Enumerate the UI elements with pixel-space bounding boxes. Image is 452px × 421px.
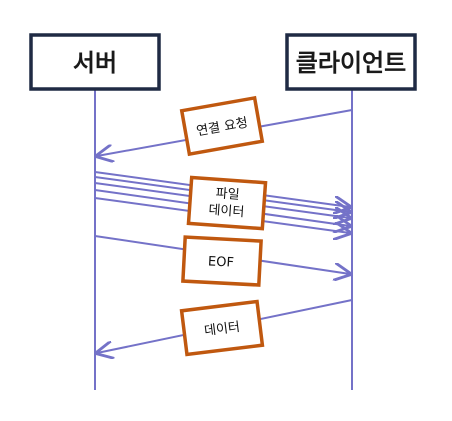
server-actor: 서버 (29, 33, 161, 91)
data-note: 데이터 (179, 299, 265, 357)
file-data-note: 파일 데이터 (186, 175, 268, 231)
eof-note: EOF (181, 235, 263, 287)
client-actor-label: 클라이언트 (296, 49, 406, 77)
file-data-label-line1: 파일 (215, 186, 240, 203)
data-label: 데이터 (203, 320, 240, 339)
connect-request-note: 연결 요청 (179, 95, 265, 157)
client-actor: 클라이언트 (285, 33, 417, 91)
eof-label: EOF (208, 254, 235, 270)
server-actor-label: 서버 (73, 49, 117, 77)
file-data-label-line2: 데이터 (208, 203, 245, 220)
